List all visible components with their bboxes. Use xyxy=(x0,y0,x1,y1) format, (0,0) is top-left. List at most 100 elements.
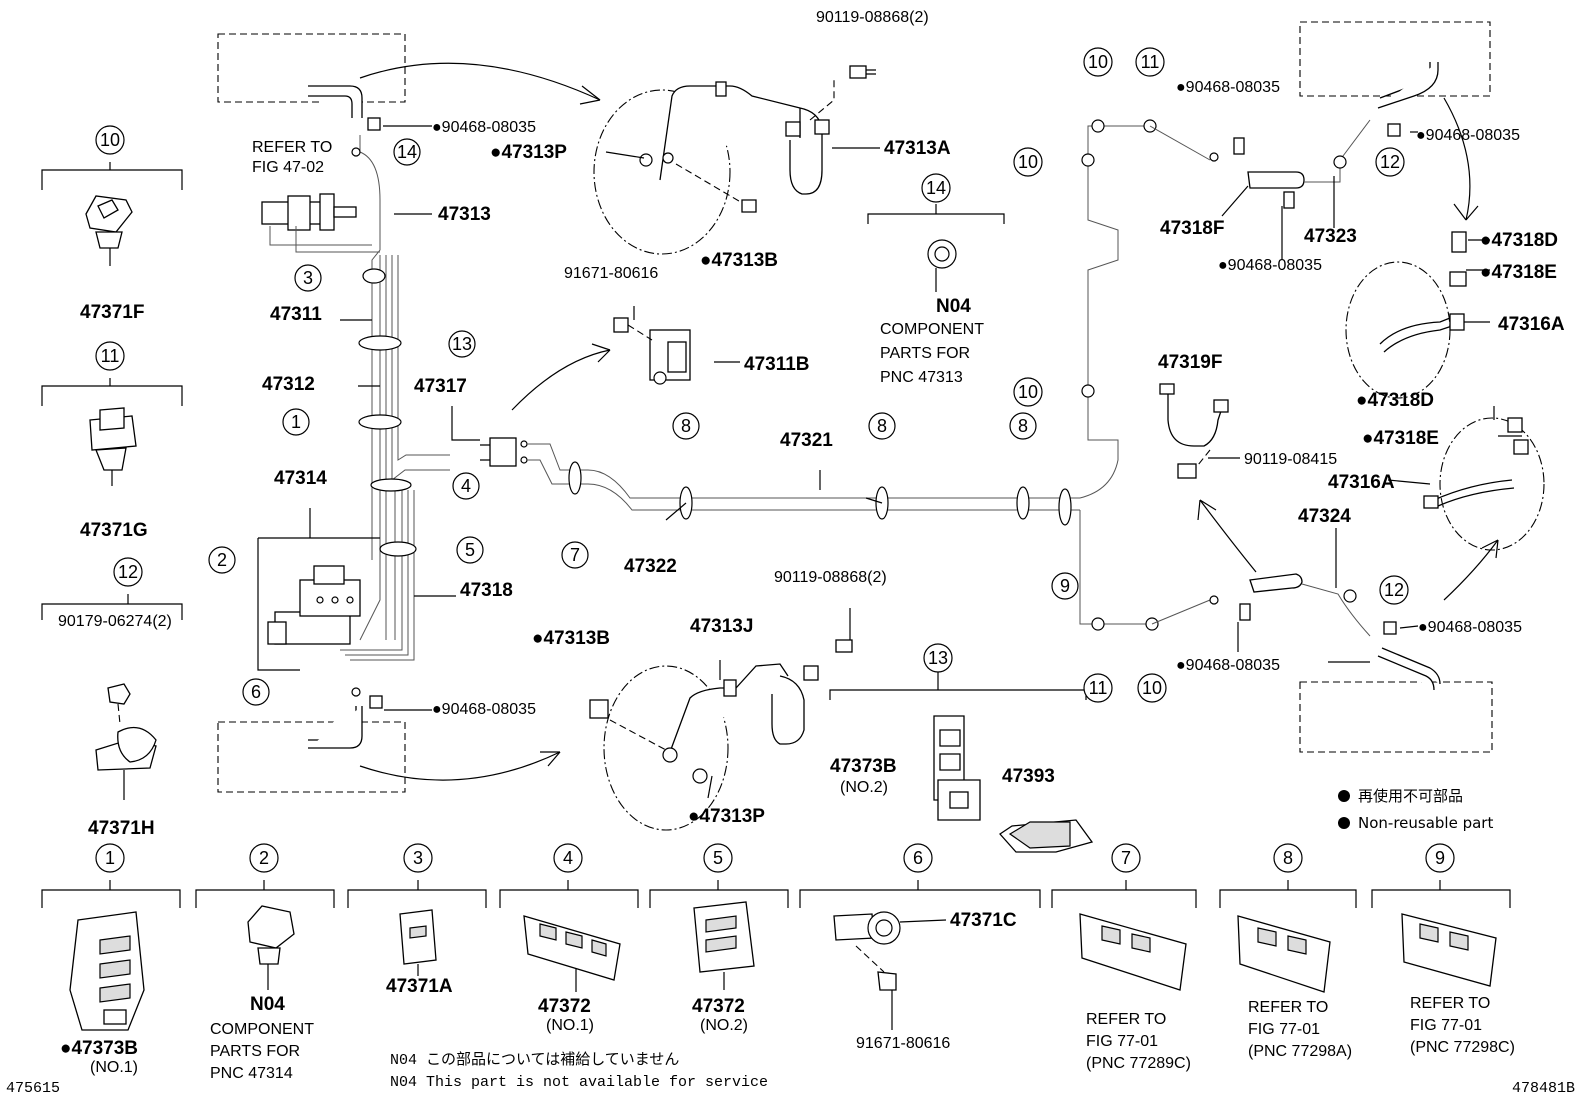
label-47316A-a: 47316A xyxy=(1498,314,1565,335)
callout-6-b: 6 xyxy=(903,843,933,873)
legend-en: Non-reusable part xyxy=(1358,814,1493,832)
svg-text:14: 14 xyxy=(926,178,946,198)
label-90119-08868-top: 90119-08868(2) xyxy=(816,9,929,26)
label-n04-2-l2: PARTS FOR xyxy=(210,1043,300,1060)
callout-8-c: 8 xyxy=(1009,412,1037,440)
label-47393: 47393 xyxy=(1002,766,1055,787)
svg-text:4: 4 xyxy=(563,848,573,868)
svg-text:12: 12 xyxy=(1380,152,1400,172)
label-47371G: 47371G xyxy=(80,520,148,541)
rear-right-upper-area xyxy=(1299,21,1491,221)
clamp-ref-9 xyxy=(1371,880,1511,987)
callout-12-c: 12 xyxy=(113,557,143,587)
label-47323: 47323 xyxy=(1304,226,1357,247)
bracket-47311B xyxy=(511,317,691,411)
label-47371F: 47371F xyxy=(80,302,144,323)
label-47371C: 47371C xyxy=(950,910,1017,931)
svg-text:10: 10 xyxy=(1018,152,1038,172)
label-47318D-a: ●47318D xyxy=(1480,230,1558,251)
label-91671-80616-b: 91671-80616 xyxy=(856,1035,950,1052)
label-47373B-no1: ●47373B xyxy=(60,1038,138,1059)
label-47372-no2: 47372 xyxy=(692,996,745,1017)
rear-flex-hose-47313J xyxy=(589,639,853,831)
label-47316A-b: 47316A xyxy=(1328,472,1395,493)
svg-text:1: 1 xyxy=(291,412,301,432)
clip-n04-2 xyxy=(195,880,335,990)
label-47312: 47312 xyxy=(262,374,315,395)
callout-circles: 14 3 13 1 4 2 5 6 7 8 8 8 9 14 10 11 10 … xyxy=(95,47,1455,873)
label-47317: 47317 xyxy=(414,376,467,397)
label-ref7-l1: REFER TO xyxy=(1086,1011,1166,1028)
callout-5-b: 5 xyxy=(703,843,733,873)
callout-11-b: 11 xyxy=(1083,673,1113,703)
svg-text:7: 7 xyxy=(570,545,580,565)
label-90468-08035-f: ●90468-08035 xyxy=(1418,619,1522,636)
callout-5-a: 5 xyxy=(456,536,484,564)
svg-text:11: 11 xyxy=(1141,52,1160,72)
label-n04-2: N04 xyxy=(250,994,285,1015)
svg-text:5: 5 xyxy=(713,848,723,868)
label-90468-08035-e: ●90468-08035 xyxy=(1416,127,1520,144)
label-47318E-a: ●47318E xyxy=(1480,262,1557,283)
svg-text:8: 8 xyxy=(1018,416,1028,436)
callout-8-d: 8 xyxy=(1273,843,1303,873)
svg-text:10: 10 xyxy=(100,130,120,150)
label-90468-08035-c: ●90468-08035 xyxy=(1176,79,1280,96)
callout-4-a: 4 xyxy=(452,472,480,500)
clamp-ref-8 xyxy=(1219,880,1357,993)
label-47318F: 47318F xyxy=(1160,218,1224,239)
callout-10-b: 10 xyxy=(1013,147,1043,177)
callout-4-b: 4 xyxy=(553,843,583,873)
label-90179-06274: 90179-06274(2) xyxy=(58,613,172,630)
label-47321: 47321 xyxy=(780,430,833,451)
label-90119-08415: 90119-08415 xyxy=(1244,451,1337,468)
label-ref8-l2: FIG 77-01 xyxy=(1248,1021,1320,1038)
svg-text:3: 3 xyxy=(413,848,423,868)
label-ref9-l1: REFER TO xyxy=(1410,995,1490,1012)
label-91671-80616-a: 91671-80616 xyxy=(564,265,658,282)
callout-10-e: 10 xyxy=(95,125,125,155)
label-n04-14-l3: PNC 47313 xyxy=(880,369,963,386)
svg-text:6: 6 xyxy=(251,682,261,702)
label-47372-no1: 47372 xyxy=(538,996,591,1017)
label-refer-fig4702-1: REFER TO xyxy=(252,139,332,156)
label-n04-14-l1: COMPONENT xyxy=(880,321,984,338)
rear-left-wheel-area xyxy=(217,687,561,793)
callout-7-b: 7 xyxy=(1111,843,1141,873)
front-flex-hose-detail xyxy=(593,65,876,255)
label-90468-08035-b: ●90468-08035 xyxy=(432,701,536,718)
svg-text:9: 9 xyxy=(1435,848,1445,868)
clip-47371G xyxy=(41,378,183,486)
label-47311B: 47311B xyxy=(744,354,810,375)
front-left-wheel-area xyxy=(217,33,601,118)
callout-12-a: 12 xyxy=(1375,147,1405,177)
label-47318D-b: ●47318D xyxy=(1356,390,1434,411)
abs-actuator xyxy=(257,537,380,671)
label-47318E-b: ●47318E xyxy=(1362,428,1439,449)
svg-text:13: 13 xyxy=(452,334,472,354)
label-47313B-a: ●47313B xyxy=(700,250,778,271)
label-47313B-b: ●47313B xyxy=(532,628,610,649)
callout-14-b: 14 xyxy=(921,173,951,203)
label-ref8-l1: REFER TO xyxy=(1248,999,1328,1016)
label-47311: 47311 xyxy=(270,304,322,325)
svg-text:6: 6 xyxy=(913,848,923,868)
tube-47324 xyxy=(1239,573,1493,753)
label-47324: 47324 xyxy=(1298,506,1351,527)
label-n04-2-l1: COMPONENT xyxy=(210,1021,314,1038)
callout-2-b: 2 xyxy=(249,843,279,873)
part-labels: 90119-08868(2) ●90468-08035 REFER TO FIG… xyxy=(6,9,1575,1097)
label-47313J: 47313J xyxy=(690,616,753,637)
callout-7-a: 7 xyxy=(561,541,589,569)
leader-lines xyxy=(309,125,1522,799)
svg-text:2: 2 xyxy=(217,550,227,570)
label-n04-2-l3: PNC 47314 xyxy=(210,1065,293,1082)
label-ref8-l3: (PNC 77298A) xyxy=(1248,1043,1352,1060)
svg-text:5: 5 xyxy=(465,540,475,560)
callout-6-a: 6 xyxy=(242,678,270,706)
svg-text:11: 11 xyxy=(1089,678,1108,698)
clamp-ref-7 xyxy=(1051,880,1197,991)
label-ref9-l3: (PNC 77298C) xyxy=(1410,1039,1515,1056)
label-47319F: 47319F xyxy=(1158,352,1222,373)
